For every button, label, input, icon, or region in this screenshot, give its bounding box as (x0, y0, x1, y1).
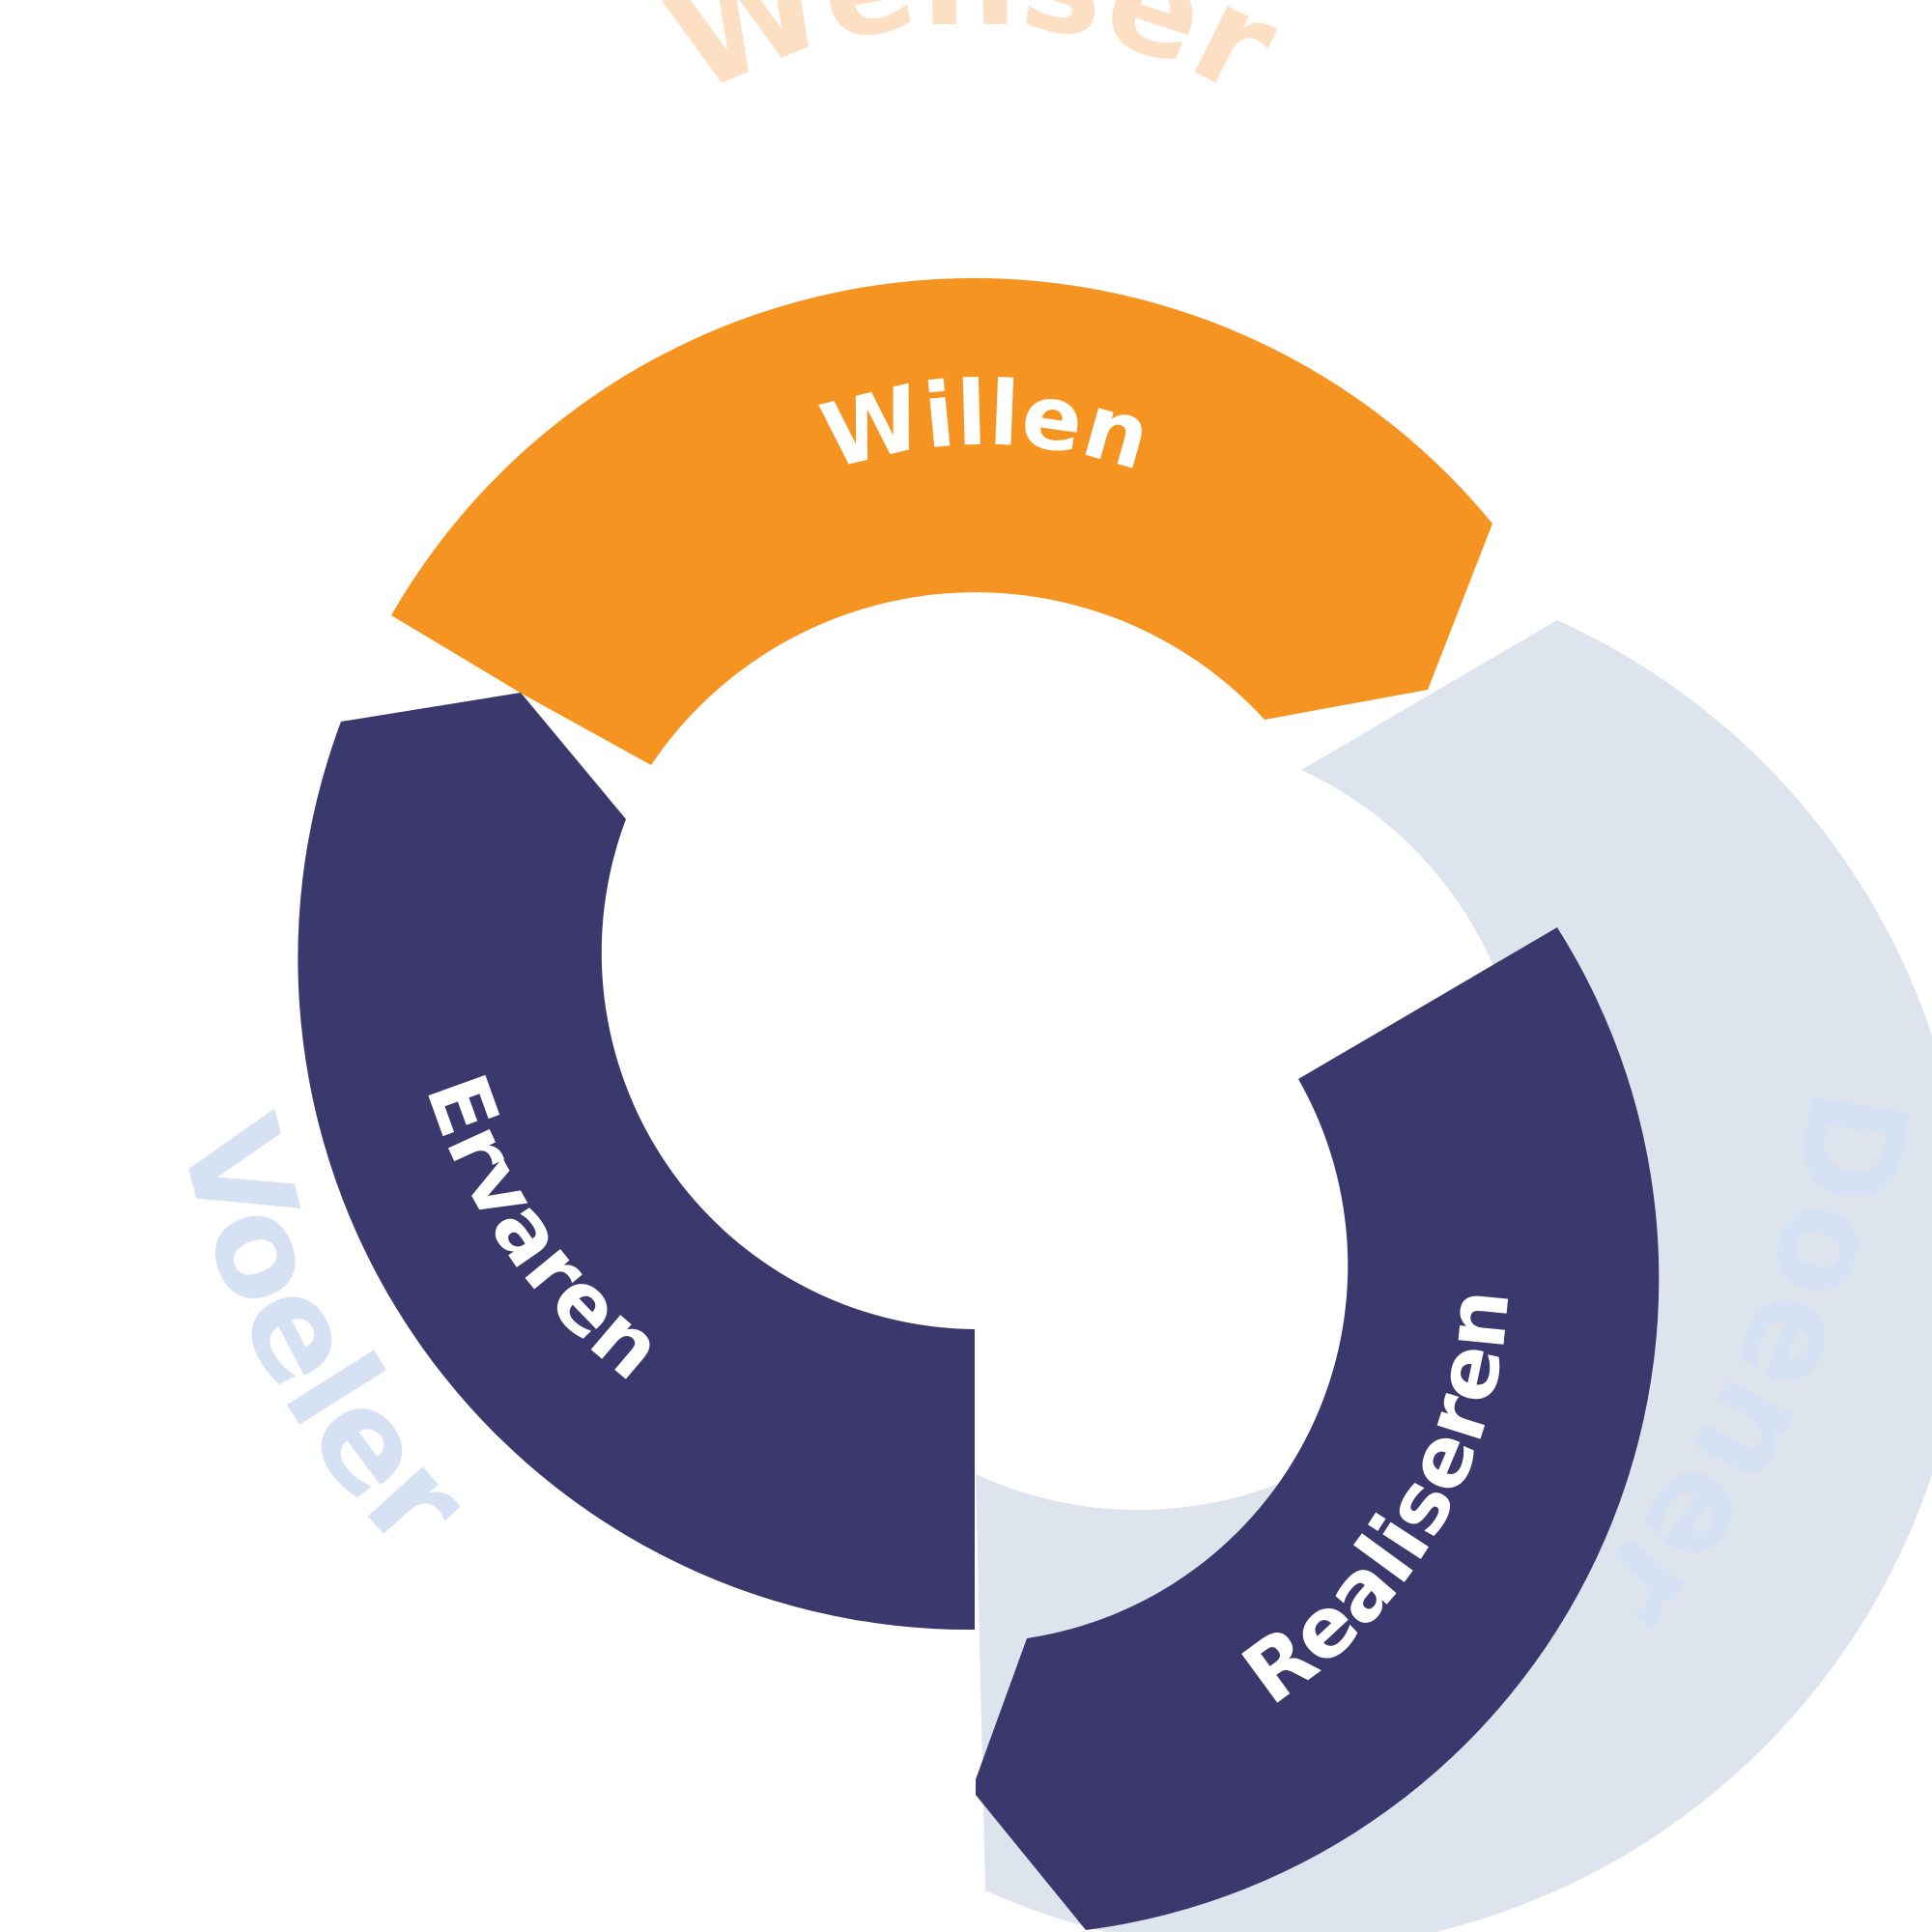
outer-label-wenser: Wenser (648, 0, 1300, 127)
ring-segment-realiseren (976, 927, 1660, 1930)
ring-segment-ervaren (298, 693, 976, 1631)
ring-segment-willen (391, 277, 1492, 765)
